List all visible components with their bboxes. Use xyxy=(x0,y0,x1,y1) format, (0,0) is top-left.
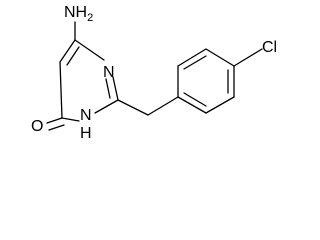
bond-n1-c2-double xyxy=(105,78,111,99)
bond-ar6-ar1 xyxy=(177,96,207,114)
bond-c5-c6 xyxy=(59,39,76,63)
pyrimidinone-ring xyxy=(59,39,119,122)
bond-c4-o-double xyxy=(48,124,65,131)
bond-c2-ch2 xyxy=(117,99,149,116)
amine-n-label: NH xyxy=(64,4,87,21)
ring-nh-n-label: N xyxy=(80,107,92,124)
carbonyl-o-label: O xyxy=(31,118,43,135)
bond-c4-c5 xyxy=(59,61,63,119)
bond-n1-c2 xyxy=(112,76,119,101)
bond-ch2-ring xyxy=(147,96,179,116)
bond-c2-n3 xyxy=(94,99,119,114)
bond-ar3-ar4 xyxy=(205,48,235,67)
ring-n-upper-label: N xyxy=(103,64,115,81)
bond-ar2-ar3 xyxy=(177,48,207,67)
carbonyl-bond xyxy=(46,117,65,131)
chlorine-label: Cl xyxy=(262,39,277,56)
bond-c4-o xyxy=(46,117,63,124)
bond-ar5-ar6 xyxy=(205,96,235,114)
ring-nh-h-label: H xyxy=(80,125,92,142)
bond-c5-c6-double xyxy=(66,46,80,66)
chlorophenyl-ring xyxy=(177,48,235,114)
chemical-structure-diagram: NH2 N N H O Cl xyxy=(31,4,277,142)
bond-c6-n1 xyxy=(74,39,105,61)
bond-n3-c4 xyxy=(61,117,80,122)
amine-label: NH2 xyxy=(64,4,93,24)
bond-ar6-ar1-inner xyxy=(183,92,207,107)
bond-ar4-cl xyxy=(233,48,263,67)
amine-subscript: 2 xyxy=(87,12,93,24)
bond-ar2-ar3-inner xyxy=(183,55,207,70)
